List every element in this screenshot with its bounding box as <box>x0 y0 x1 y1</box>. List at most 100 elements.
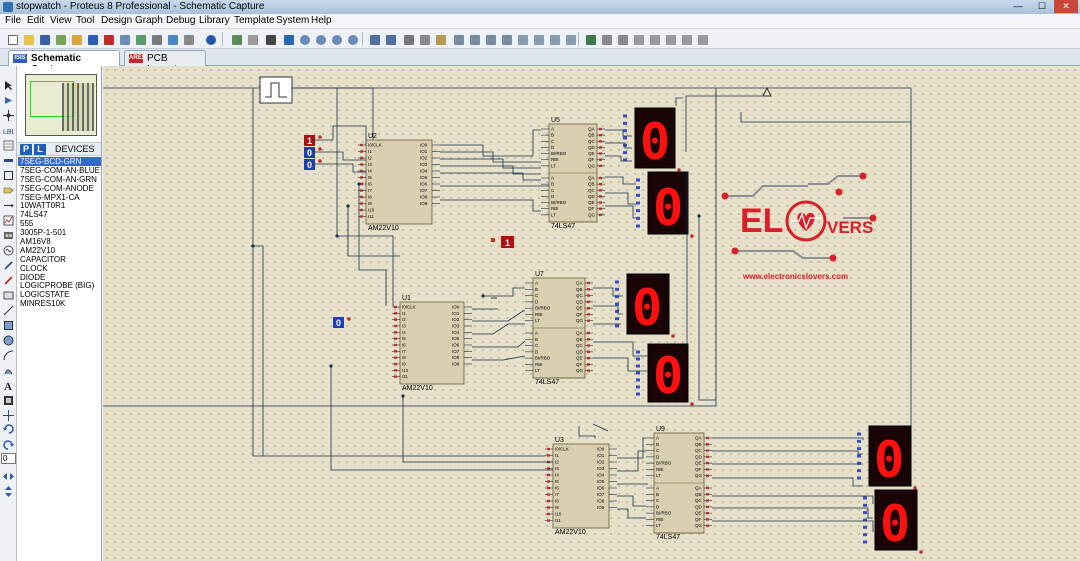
current-probe-icon[interactable] <box>3 275 14 286</box>
library-manager-button[interactable]: L <box>34 144 46 155</box>
decompose-icon[interactable] <box>562 31 578 47</box>
voltage-probe-icon[interactable] <box>3 260 14 271</box>
block-delete-icon[interactable] <box>498 31 514 47</box>
menu-graph[interactable]: Graph <box>135 15 163 26</box>
rotation-angle-field[interactable]: 0 <box>1 453 16 464</box>
isis-icon[interactable] <box>84 31 100 47</box>
device-list-item[interactable]: 7SEG-COM-AN-BLUE <box>20 165 101 175</box>
rotate-clockwise-icon[interactable] <box>2 422 15 435</box>
menu-template[interactable]: Template <box>234 15 275 26</box>
device-list-item[interactable]: 555 <box>20 219 34 229</box>
subcircuit-icon[interactable] <box>3 170 14 181</box>
device-list-item[interactable]: LOGICSTATE <box>20 290 70 300</box>
help-icon[interactable] <box>202 31 218 47</box>
refresh-icon[interactable] <box>228 31 244 47</box>
device-list-item[interactable]: CLOCK <box>20 263 48 273</box>
component-mode-icon[interactable] <box>3 95 14 106</box>
device-list-item[interactable]: LOGICPROBE (BIG) <box>20 281 95 291</box>
device-list-item[interactable]: 7SEG-COM-AN-GRN <box>20 174 97 184</box>
block-move-icon[interactable] <box>466 31 482 47</box>
menu-file[interactable]: File <box>5 15 22 26</box>
device-list-item[interactable]: 74LS47 <box>20 210 48 220</box>
bom-icon[interactable] <box>148 31 164 47</box>
device-list-item[interactable]: AM22V10 <box>20 245 56 255</box>
menu-design[interactable]: Design <box>101 15 133 26</box>
save-icon[interactable] <box>36 31 52 47</box>
text-2d-icon[interactable]: A <box>3 380 14 393</box>
gerber-icon[interactable] <box>132 31 148 47</box>
property-assignment-icon[interactable] <box>614 31 630 47</box>
origin-icon[interactable] <box>262 31 278 47</box>
device-list-item[interactable]: AM16V8 <box>20 237 51 246</box>
new-sheet-icon[interactable] <box>630 31 646 47</box>
menu-help[interactable]: Help <box>311 15 332 26</box>
exit-to-parent-icon[interactable] <box>662 31 678 47</box>
make-device-icon[interactable] <box>530 31 546 47</box>
device-pins-icon[interactable] <box>3 200 14 211</box>
device-list-item[interactable]: 7SEG-MPX1-CA <box>20 192 80 202</box>
buses-icon[interactable] <box>3 155 14 166</box>
remove-sheet-icon[interactable] <box>646 31 662 47</box>
redo-icon[interactable] <box>382 31 398 47</box>
junction-dot-icon[interactable] <box>3 110 14 121</box>
maximize-button[interactable]: ☐ <box>1037 1 1047 11</box>
circle-2d-icon[interactable] <box>3 335 14 346</box>
text-script-icon[interactable] <box>3 140 14 151</box>
search-tag-icon[interactable] <box>598 31 614 47</box>
zoom-out-icon[interactable] <box>312 31 328 47</box>
virtual-instruments-icon[interactable] <box>3 290 14 301</box>
device-list-item[interactable]: CAPACITOR <box>20 254 66 264</box>
open-folder-icon[interactable] <box>20 31 36 47</box>
tab-schematic-capture[interactable]: ISIS Schematic Capture✕ <box>8 50 120 75</box>
menu-library[interactable]: Library <box>199 15 230 26</box>
netlist-icon[interactable] <box>678 31 694 47</box>
electrical-check-icon[interactable] <box>694 31 710 47</box>
close-button[interactable]: ✕ <box>1054 0 1078 13</box>
tab-pcb-layout[interactable]: ARES PCB Layout✕ <box>124 50 206 75</box>
minimize-button[interactable]: — <box>1013 1 1023 11</box>
paste-icon[interactable] <box>432 31 448 47</box>
device-list-item[interactable]: 7SEG-COM-ANODE <box>20 183 94 193</box>
home-icon[interactable] <box>68 31 84 47</box>
tape-recorder-icon[interactable] <box>3 230 14 241</box>
mirror-vertical-icon[interactable] <box>2 485 15 498</box>
menu-view[interactable]: View <box>50 15 72 26</box>
path-2d-icon[interactable] <box>3 365 14 376</box>
device-list-item[interactable]: 3005P-1-501 <box>20 228 67 238</box>
generator-icon[interactable] <box>3 245 14 256</box>
pick-device-icon[interactable] <box>514 31 530 47</box>
import-icon[interactable] <box>52 31 68 47</box>
menu-debug[interactable]: Debug <box>166 15 196 26</box>
zoom-all-icon[interactable] <box>328 31 344 47</box>
zoom-area-icon[interactable] <box>344 31 360 47</box>
terminals-icon[interactable] <box>3 185 14 196</box>
menu-edit[interactable]: Edit <box>27 15 45 26</box>
device-list-item[interactable]: MINRES10K <box>20 299 66 309</box>
ares-icon[interactable] <box>100 31 116 47</box>
line-2d-icon[interactable] <box>3 305 14 316</box>
grid-toggle-icon[interactable] <box>244 31 260 47</box>
new-file-icon[interactable] <box>4 31 20 47</box>
graph-mode-icon[interactable] <box>3 215 14 226</box>
device-list-item[interactable]: DIODE <box>20 272 46 282</box>
device-list-item[interactable]: 10WATT0R1 <box>20 201 66 211</box>
pan-icon[interactable] <box>280 31 296 47</box>
rotate-anticlockwise-icon[interactable] <box>2 438 15 451</box>
marker-icon[interactable] <box>3 410 14 421</box>
overview-window[interactable] <box>25 74 97 136</box>
copy-icon[interactable] <box>416 31 432 47</box>
selection-mode-icon[interactable] <box>3 80 14 91</box>
pick-devices-button[interactable]: P <box>20 144 32 155</box>
wire-label-icon[interactable]: LBL <box>3 125 16 136</box>
undo-icon[interactable] <box>366 31 382 47</box>
block-copy-icon[interactable] <box>450 31 466 47</box>
block-rotate-icon[interactable] <box>482 31 498 47</box>
zoom-in-icon[interactable] <box>296 31 312 47</box>
design-explorer-icon[interactable] <box>164 31 180 47</box>
3d-viewer-icon[interactable] <box>116 31 132 47</box>
source-code-icon[interactable] <box>180 31 196 47</box>
menu-tool[interactable]: Tool <box>76 15 95 26</box>
cut-icon[interactable] <box>400 31 416 47</box>
arc-2d-icon[interactable] <box>3 350 14 361</box>
mirror-horizontal-icon[interactable] <box>2 470 15 483</box>
